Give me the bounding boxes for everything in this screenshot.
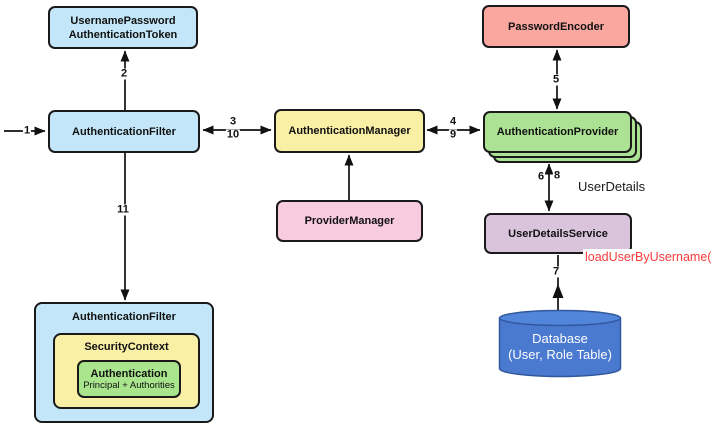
step-label-5: 5 [551,73,561,86]
password-encoder-label: PasswordEncoder [508,20,604,33]
database-cylinder-icon [498,309,622,378]
box-provider-manager: ProviderManager [276,200,423,242]
authentication-provider-label: AuthenticationProvider [496,126,619,138]
step-label-11: 11 [116,203,130,216]
box-authentication: Authentication Principal + Authorities [77,360,181,398]
authentication-filter-label: AuthenticationFilter [72,125,176,138]
authentication-manager-label: AuthenticationManager [288,125,411,137]
database-cylinder: Database (User, Role Table) [498,309,622,378]
step-label-9: 9 [448,128,458,141]
step-label-1: 1 [22,124,32,137]
step-label-6: 6 [536,170,546,183]
database-label: Database (User, Role Table) [498,309,622,378]
step-label-7: 7 [551,265,561,278]
step-label-4: 4 [448,115,458,128]
box-security-context: SecurityContext Authentication Principal… [53,333,200,409]
box-authentication-filter: AuthenticationFilter [48,110,200,153]
arrow-step-7-head [552,284,564,298]
box-password-encoder: PasswordEncoder [482,5,630,48]
security-context-label: SecurityContext [84,341,169,353]
token-label-line2: AuthenticationToken [68,28,178,41]
provider-manager-label: ProviderManager [304,215,395,227]
authentication-sub-label: Principal + Authorities [83,379,175,391]
step-label-3: 3 [228,115,238,128]
database-label-line2: (User, Role Table) [508,347,612,362]
step-label-8: 8 [552,169,562,182]
step-label-2: 2 [119,67,129,80]
load-user-by-username-annotation: loadUserByUsername( ) [583,249,711,265]
box-authentication-provider-stack: AuthenticationProvider [483,111,644,165]
user-details-service-label: UserDetailsService [508,227,608,240]
step-label-10: 10 [225,128,241,141]
authentication-filter-bottom-label: AuthenticationFilter [72,311,176,323]
box-authentication-provider: AuthenticationProvider [483,111,632,153]
database-label-line1: Database [532,331,588,346]
authentication-label: Authentication [90,367,168,380]
box-user-details-service: UserDetailsService [484,213,632,254]
user-details-annotation: UserDetails [578,179,646,194]
box-authentication-manager: AuthenticationManager [274,109,425,153]
token-label-line1: UsernamePassword [70,14,176,27]
box-authentication-filter-bottom: AuthenticationFilter SecurityContext Aut… [34,302,214,423]
box-username-password-authentication-token: UsernamePassword AuthenticationToken [48,6,198,49]
